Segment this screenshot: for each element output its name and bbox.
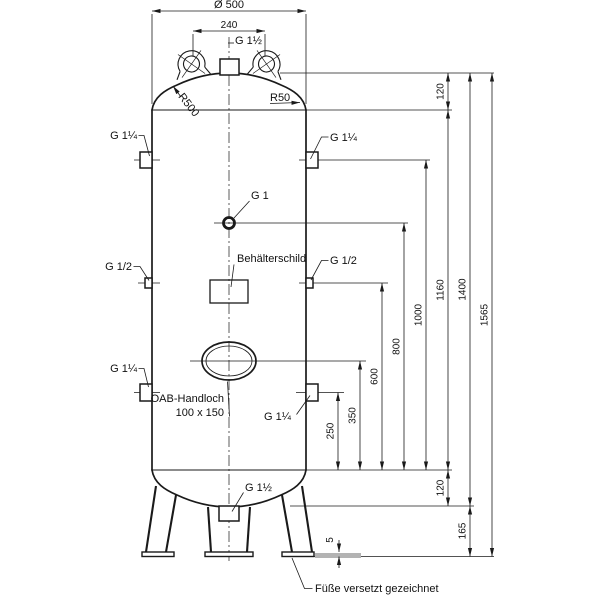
dim-1160: 1160	[436, 110, 451, 470]
dim-1565: 1565	[480, 73, 495, 557]
dim-350: 350	[348, 361, 363, 470]
feet-note-label: Füße versetzt gezeichnet	[315, 583, 439, 595]
bottom-nozzle	[218, 505, 240, 522]
right-foot-plate	[281, 551, 315, 558]
dim-1565-value: 1565	[480, 303, 491, 326]
support-legs	[141, 485, 315, 558]
top-port-label: G 1½	[235, 35, 262, 47]
dim-250-value: 250	[326, 422, 337, 439]
handhole-label-line2: 100 x 150	[176, 407, 224, 419]
center-port-label: G 1	[251, 190, 269, 202]
handhole-oval	[201, 341, 257, 381]
dim-120-top: 120	[436, 73, 451, 110]
dim-120-bottom: 120	[436, 470, 451, 506]
nameplate-label: Behälterschild	[237, 253, 306, 265]
left-upper-nozzle	[139, 151, 153, 169]
right-mid-label: G 1/2	[330, 255, 357, 267]
left-upper-leader	[138, 135, 150, 157]
dim-1160-value: 1160	[436, 279, 447, 301]
leader-lines	[133, 42, 329, 589]
right-upper-leader	[310, 136, 329, 160]
nameplate-leader	[230, 264, 235, 288]
dim-165: 165	[458, 506, 473, 557]
crown-radius-leader	[172, 85, 182, 98]
right-lower-label: G 1¼	[264, 411, 292, 423]
port-labels: G 1½ G 1¼ G 1¼ G 1 G 1/2 G 1/2 G 1¼ G 1¼…	[105, 35, 358, 494]
dim-800-value: 800	[392, 338, 403, 355]
crown-radius-label: R500	[176, 91, 202, 119]
center-foot-plate	[204, 551, 254, 558]
right-upper-nozzle	[305, 151, 319, 169]
left-leg-outer-edge	[144, 485, 158, 553]
center-port-opening	[222, 216, 236, 230]
dim-600-value: 600	[370, 368, 381, 385]
left-leg-inner-edge	[164, 494, 178, 553]
dim-120-bottom-value: 120	[436, 479, 447, 496]
lug-hole	[257, 55, 276, 73]
dim-1000-value: 1000	[414, 303, 425, 326]
dim-lug-spacing-value: 240	[221, 20, 238, 31]
center-leg-left-edge	[206, 506, 213, 553]
nameplate-rect	[209, 279, 249, 304]
handhole-label-line1: OAB-Handloch	[151, 393, 224, 405]
left-mid-leader	[133, 266, 150, 281]
dim-diameter-value: Ø 500	[214, 0, 244, 11]
left-mid-label: G 1/2	[105, 261, 132, 273]
bottom-port-leader	[231, 492, 244, 512]
dim-165-value: 165	[458, 522, 469, 539]
left-lower-leader	[138, 368, 149, 388]
dim-120-top-value: 120	[436, 83, 447, 100]
left-upper-label: G 1¼	[110, 130, 138, 142]
left-lower-label: G 1¼	[110, 363, 138, 375]
center-port-leader	[233, 200, 250, 219]
dim-600: 600	[370, 283, 385, 470]
dim-1400-value: 1400	[458, 278, 469, 301]
right-lower-leader	[296, 395, 311, 415]
dim-1000: 1000	[414, 160, 429, 470]
feet-note-leader	[291, 557, 313, 589]
annotation-labels: R500 R50 Behälterschild OAB-Handloch 100…	[151, 91, 439, 595]
right-mid-nozzle	[305, 277, 314, 289]
right-leg-outer-edge	[300, 485, 314, 553]
knuckle-radius-leader	[269, 100, 301, 105]
ground-hatch	[315, 553, 361, 558]
center-leg-right-edge	[245, 506, 252, 553]
dim-5-value: 5	[325, 537, 336, 543]
right-leg-inner-edge	[280, 494, 294, 553]
left-lower-nozzle	[139, 383, 153, 402]
right-upper-label: G 1¼	[330, 132, 358, 144]
right-mid-leader	[310, 260, 329, 281]
knuckle-radius-label: R50	[270, 92, 290, 104]
dim-1400: 1400	[458, 73, 473, 506]
lifting-lug-right	[247, 50, 282, 80]
dim-350-value: 350	[348, 407, 359, 424]
dim-diameter: Ø 500	[152, 0, 306, 14]
dim-5: 5	[325, 537, 342, 568]
nozzles	[139, 58, 319, 522]
left-foot-plate	[141, 551, 175, 558]
dim-lug-spacing: 240	[193, 20, 265, 34]
bottom-port-label: G 1½	[245, 482, 272, 494]
top-nozzle	[219, 58, 240, 76]
left-mid-nozzle	[144, 277, 153, 289]
dim-250: 250	[326, 392, 341, 470]
handhole-leader	[227, 381, 230, 417]
lug-hole	[182, 55, 201, 73]
dim-800: 800	[392, 223, 407, 470]
lifting-lug-left	[176, 50, 211, 80]
